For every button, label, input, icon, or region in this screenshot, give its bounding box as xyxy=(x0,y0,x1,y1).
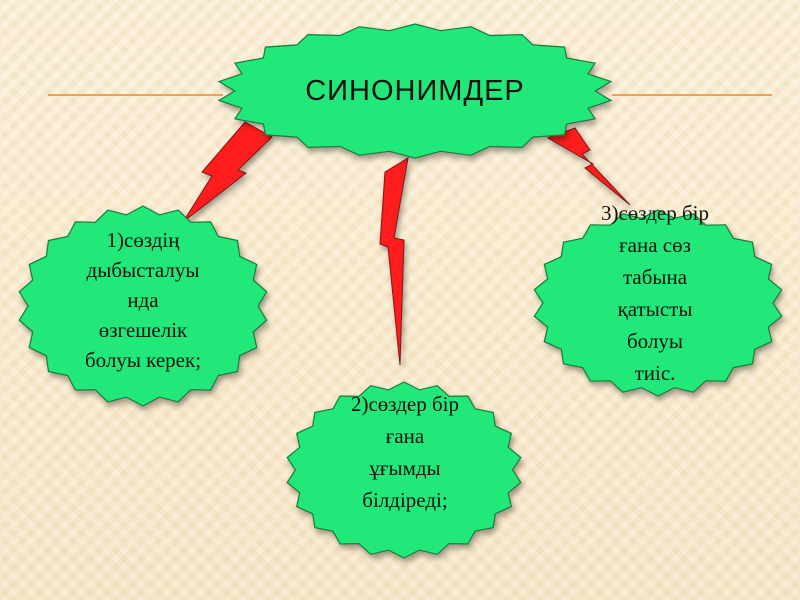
node-1-line: нда xyxy=(127,288,159,312)
node-1-text: 1)сөздің дыбысталуы нда өзгешелік болуы … xyxy=(48,225,238,375)
node-1-line: болуы керек; xyxy=(84,348,202,372)
node-3-line: болуы xyxy=(627,329,683,353)
node-2-line: білдіреді; xyxy=(362,488,448,512)
node-3-burst-shape xyxy=(533,209,783,397)
node-3-text: 3)сөздер бір ғана сөз табына қатысты бол… xyxy=(560,197,750,389)
node-3-line: 3)сөздер бір xyxy=(600,201,709,225)
node-2-text: 2)сөздер бір ғана ұғымды білдіреді; xyxy=(325,388,485,516)
lightning-bolt-middle xyxy=(379,156,409,366)
title-burst-shape xyxy=(217,23,613,159)
decorative-line-left xyxy=(48,94,223,96)
node-1-burst-shape xyxy=(18,205,268,407)
node-3-line: тиіс. xyxy=(634,361,676,385)
lightning-bolt-right xyxy=(546,127,631,206)
node-2-burst-shape xyxy=(286,381,522,559)
title-text: СИНОНИМДЕР xyxy=(305,75,525,107)
decorative-line-right xyxy=(612,94,772,96)
node-2-line: 2)сөздер бір xyxy=(350,392,459,416)
node-2-line: ғана xyxy=(385,424,425,448)
node-1-line: дыбысталуы xyxy=(86,258,200,282)
node-3-line: қатысты xyxy=(617,297,693,321)
lightning-bolt-left xyxy=(182,121,273,223)
node-2-line: ұғымды xyxy=(369,456,441,480)
node-3-line: ғана сөз xyxy=(619,233,691,257)
node-1-line: 1)сөздің xyxy=(106,228,180,252)
node-3-line: табына xyxy=(622,265,688,289)
node-1-line: өзгешелік xyxy=(98,318,188,342)
